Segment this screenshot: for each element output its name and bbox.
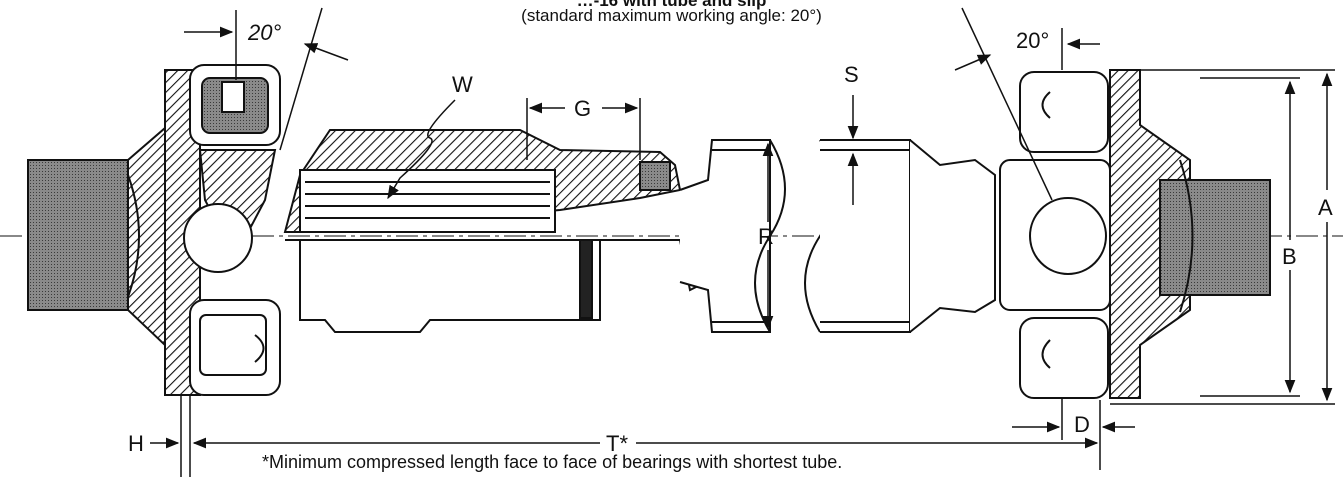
footnote: *Minimum compressed length face to face … [262,452,843,472]
angle-left-label: 20° [247,20,281,45]
label-b: B [1282,244,1297,269]
label-s: S [844,62,859,87]
label-a: A [1318,195,1333,220]
tube [679,139,996,333]
slip-yoke [283,129,701,333]
label-g: G [574,96,591,121]
label-t: T* [606,431,628,456]
right-cross-bearings [999,71,1111,399]
angle-right-label: 20° [1016,28,1049,53]
dimension-lines [150,7,1335,477]
label-w: W [452,72,473,97]
left-flange-yoke [27,69,201,396]
label-h: H [128,431,144,456]
right-flange-yoke [1109,69,1271,399]
left-cross-bearings [183,64,281,396]
label-r: R [758,224,774,249]
label-d: D [1074,412,1090,437]
diagram-subtitle: (standard maximum working angle: 20°) [521,6,822,25]
diagram-title: …-16 with tube and slip [576,0,767,10]
